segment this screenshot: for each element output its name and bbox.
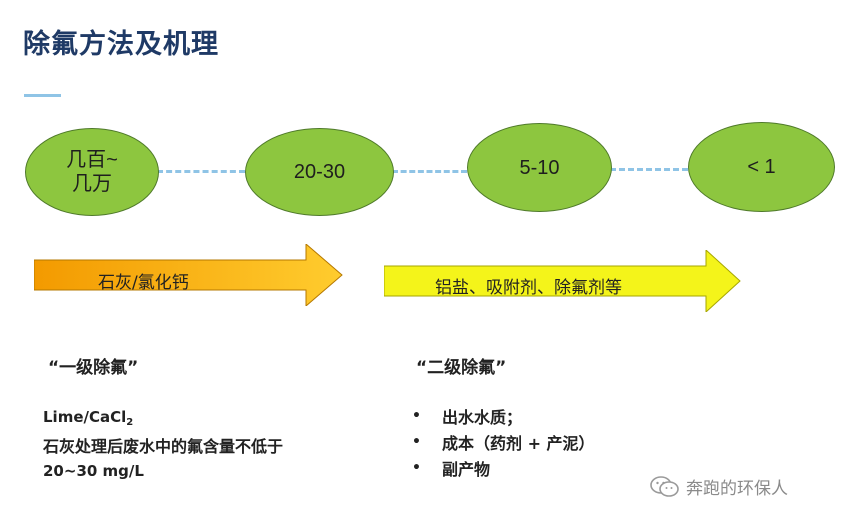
stage-1: 几百~几万 [25, 128, 159, 216]
list-item: •成本（药剂 + 产泥） [412, 434, 595, 453]
level1-line1: 石灰处理后废水中的氟含量不低于 [43, 437, 284, 456]
watermark: 奔跑的环保人 [650, 474, 788, 499]
level1-line2: 20~30 mg/L [43, 462, 144, 480]
watermark-text: 奔跑的环保人 [686, 479, 788, 499]
bullet-icon: • [412, 408, 421, 424]
connector-1 [157, 170, 245, 173]
formula-subscript: 2 [126, 417, 134, 428]
stage-3: 5-10 [467, 123, 612, 212]
level2-bullet-list: •出水水质； •成本（药剂 + 产泥） •副产物 [412, 403, 595, 481]
arrow-adsorbent-label: 铝盐、吸附剂、除氟剂等 [435, 278, 622, 298]
bullet-icon: • [412, 460, 421, 476]
bullet-icon: • [412, 434, 421, 450]
formula-line: Lime/CaCl2 [43, 405, 283, 435]
stage-2-label: 20-30 [293, 161, 346, 183]
wechat-icon [650, 475, 680, 499]
arrow-lime [34, 244, 344, 306]
arrow-adsorbent [384, 250, 742, 312]
level1-description: Lime/CaCl2 石灰处理后废水中的氟含量不低于 20~30 mg/L [43, 405, 283, 483]
arrow-lime-label: 石灰/氯化钙 [98, 273, 189, 293]
level1-heading: “一级除氟” [48, 358, 139, 378]
stage-4: < 1 [688, 122, 835, 212]
connector-3 [610, 168, 688, 171]
title-underline [24, 94, 61, 97]
formula-main: Lime/CaCl [43, 408, 127, 426]
connector-2 [392, 170, 467, 173]
stage-3-label: 5-10 [519, 156, 560, 179]
stage-4-label: < 1 [747, 156, 776, 178]
list-item: •副产物 [412, 460, 491, 479]
list-item: •出水水质； [412, 408, 523, 427]
stage-2: 20-30 [245, 128, 394, 216]
slide-title: 除氟方法及机理 [23, 29, 219, 60]
level2-heading: “二级除氟” [416, 358, 507, 378]
stage-1-label: 几百~几万 [66, 149, 118, 195]
